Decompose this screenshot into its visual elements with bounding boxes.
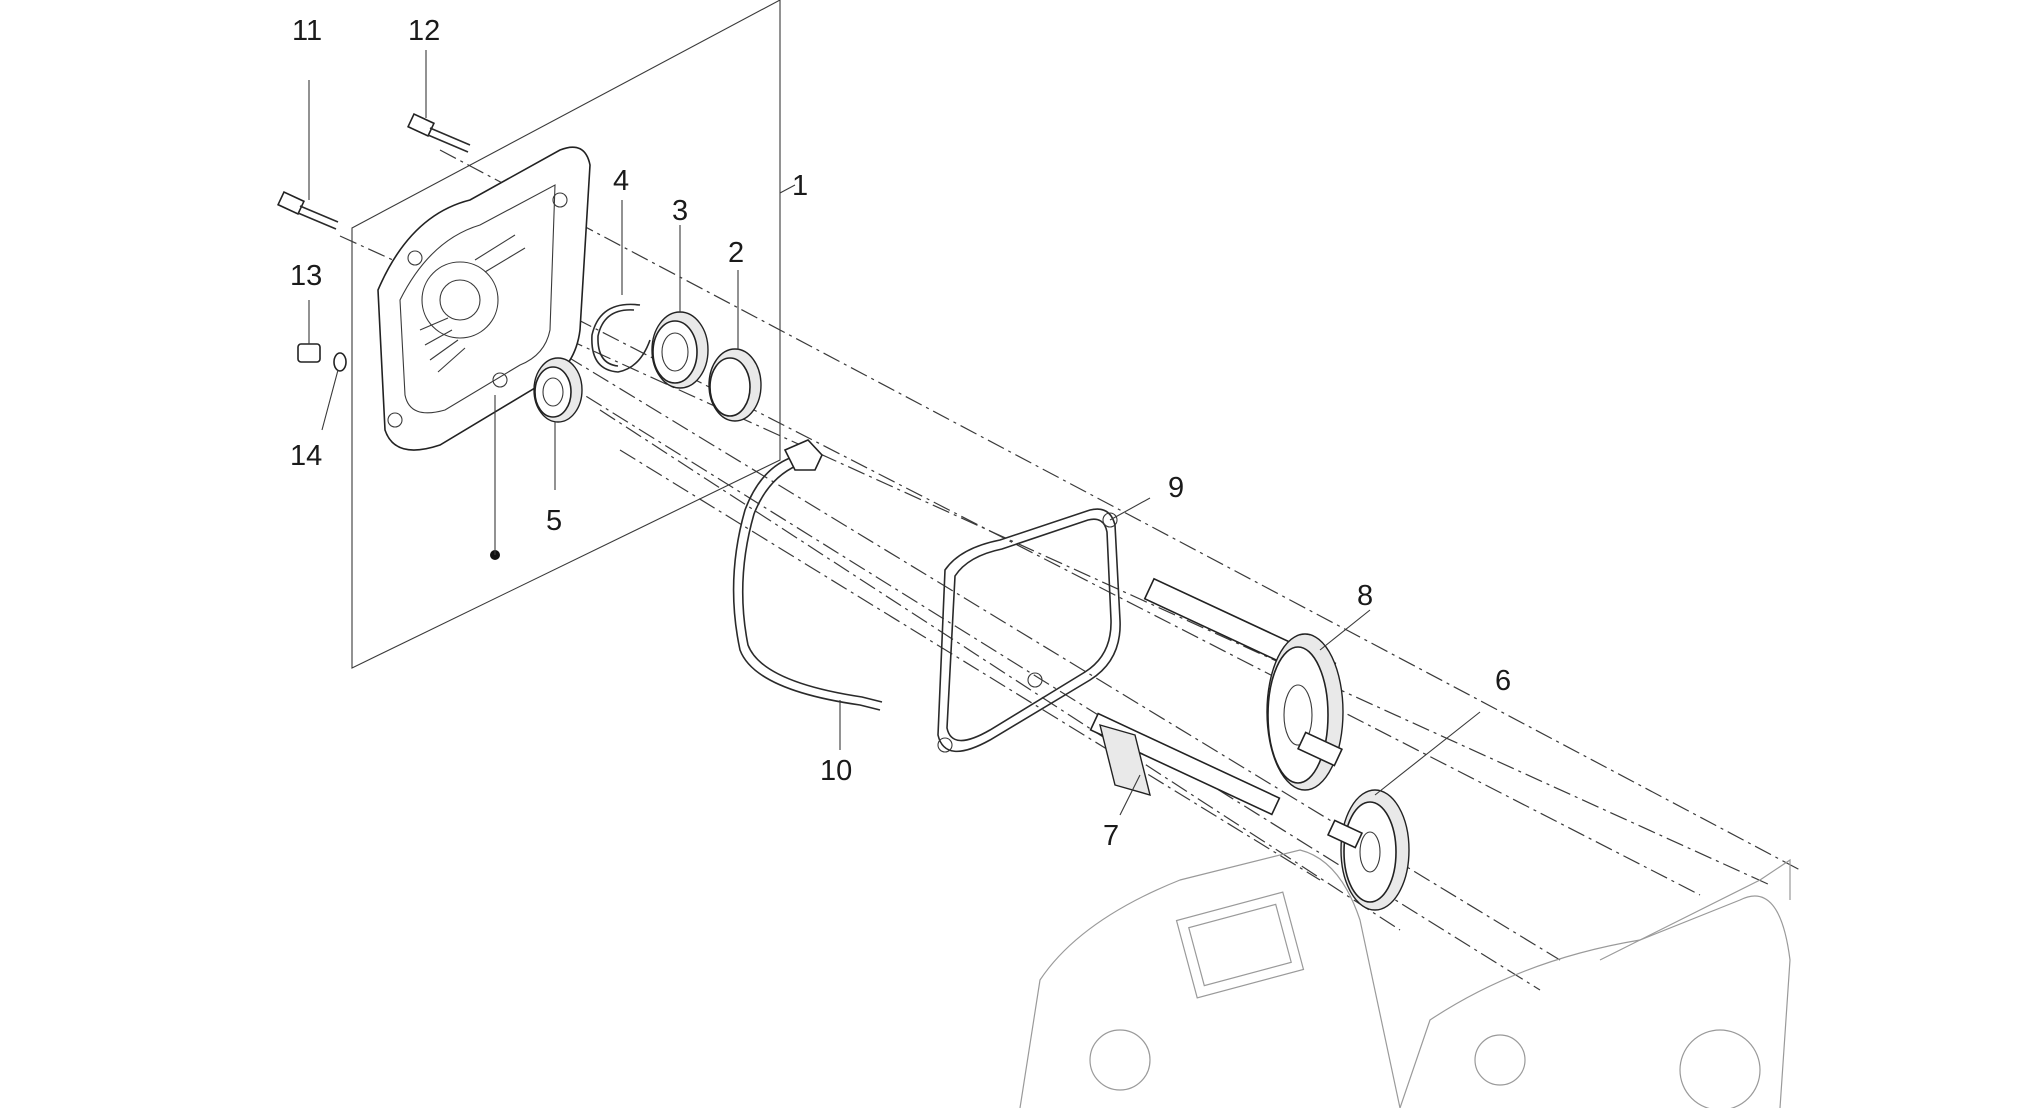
callout-7: 7 — [1103, 820, 1119, 852]
callout-1: 1 — [792, 170, 808, 202]
callout-8: 8 — [1357, 580, 1373, 612]
leader-1 — [779, 184, 796, 194]
callout-12: 12 — [408, 15, 440, 47]
callout-13: 13 — [290, 260, 322, 292]
callout-5: 5 — [546, 505, 562, 537]
bearing-5 — [533, 357, 583, 490]
circlip-4 — [591, 200, 651, 373]
callout-labels: 1 2 3 4 5 6 7 8 9 10 11 12 13 14 — [290, 15, 1511, 852]
bolt-11 — [277, 80, 339, 230]
callout-6: 6 — [1495, 665, 1511, 697]
callout-4: 4 — [613, 165, 629, 197]
callout-11: 11 — [292, 15, 322, 47]
callout-14: 14 — [290, 440, 322, 472]
breather-hose-10 — [732, 439, 883, 750]
washer-14 — [321, 352, 347, 431]
bearing-3 — [651, 225, 709, 389]
bolt-12 — [407, 50, 471, 153]
callout-10: 10 — [820, 755, 852, 787]
callout-9: 9 — [1168, 472, 1184, 504]
assembly-frame — [351, 0, 781, 669]
pinion-shaft-7 — [1089, 712, 1281, 816]
driven-shaft-8 — [1143, 577, 1371, 791]
plug-13 — [297, 300, 321, 363]
intermediate-gear-6 — [1326, 711, 1481, 911]
gasket-9 — [937, 497, 1151, 753]
callout-2: 2 — [728, 237, 744, 269]
oil-seal-2 — [708, 270, 762, 422]
engine-background — [1019, 849, 1791, 1108]
callout-3: 3 — [672, 195, 688, 227]
